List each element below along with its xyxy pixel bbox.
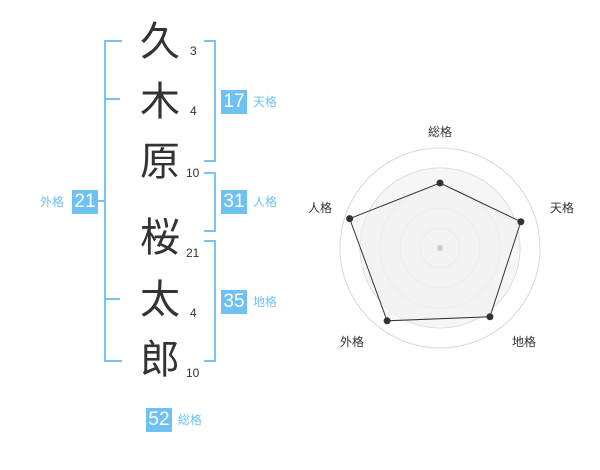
chikaku-value: 35 xyxy=(221,290,247,314)
radar-point-5 xyxy=(346,215,354,223)
tenkaku-label: 天格 xyxy=(253,95,278,109)
radar-point-4 xyxy=(383,317,391,325)
gaikaku-bracket-mid-tick-2 xyxy=(104,298,120,300)
chikaku-bracket xyxy=(204,240,216,362)
radar-axis-label-3: 地格 xyxy=(512,334,536,349)
name-char-3: 原 xyxy=(140,139,180,185)
radar-axis-label-5: 人格 xyxy=(308,200,332,215)
stroke-count-3: 10 xyxy=(186,166,200,180)
name-char-4: 桜 xyxy=(140,215,180,261)
tenkaku-value: 17 xyxy=(221,90,247,114)
tenkaku-bracket xyxy=(204,40,216,162)
radar-point-1 xyxy=(436,179,444,187)
gaikaku-value: 21 xyxy=(72,190,98,214)
radar-axis-label-2: 天格 xyxy=(550,200,574,215)
radar-ring xyxy=(339,147,541,349)
gaikaku-label: 外格 xyxy=(40,195,65,209)
soukaku-value: 52 xyxy=(146,408,172,432)
radar-point-2 xyxy=(517,218,525,226)
radar-center-dot xyxy=(437,245,443,251)
stroke-count-6: 10 xyxy=(186,366,200,380)
gaikaku-bracket-mid-tick xyxy=(104,98,120,100)
radar-axis-label-4: 外格 xyxy=(340,334,364,349)
jinkaku-label: 人格 xyxy=(253,195,278,209)
name-char-5: 太 xyxy=(140,277,180,323)
jinkaku-bracket xyxy=(204,172,216,232)
name-char-2: 木 xyxy=(140,79,180,125)
stroke-count-4: 21 xyxy=(186,246,200,260)
radar-point-3 xyxy=(486,313,494,321)
soukaku-label: 総格 xyxy=(178,413,203,427)
name-char-1: 久 xyxy=(140,19,180,65)
stroke-count-2: 4 xyxy=(190,104,197,118)
gaikaku-connector xyxy=(98,200,104,202)
gaikaku-bracket xyxy=(104,40,122,362)
chikaku-label: 地格 xyxy=(253,295,278,309)
stroke-count-1: 3 xyxy=(190,44,197,58)
name-char-6: 郎 xyxy=(140,337,180,383)
stroke-count-5: 4 xyxy=(190,306,197,320)
radar-axis-label-1: 総格 xyxy=(428,124,452,139)
jinkaku-value: 31 xyxy=(221,190,247,214)
radar-polygon xyxy=(349,182,522,322)
